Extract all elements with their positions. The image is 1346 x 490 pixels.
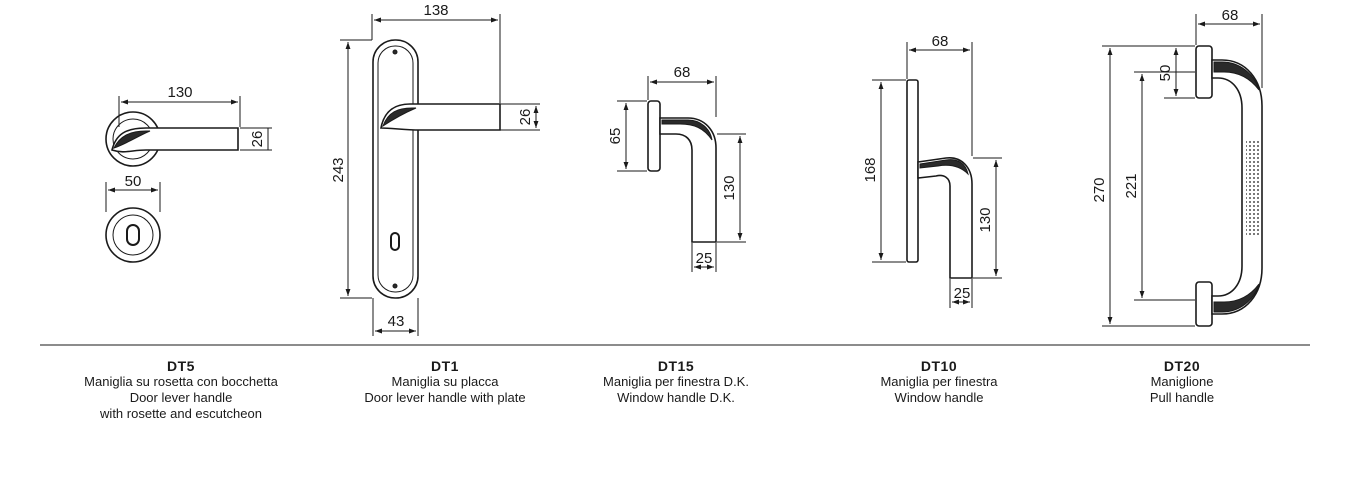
- dt20-grip-shade-top: [1213, 61, 1260, 91]
- caption-line: Maniglione: [1150, 374, 1214, 389]
- dt20-dim-overall: 270: [1091, 177, 1108, 202]
- product-code: DT5: [167, 358, 195, 374]
- dt15-dim-length: 68: [674, 64, 691, 81]
- caption-line: Maniglia per finestra D.K.: [603, 374, 749, 389]
- dt10-dim-drop: 130: [977, 207, 994, 232]
- dt15-base: [647, 100, 661, 172]
- dt10-plate: [906, 79, 919, 263]
- caption-line: Door lever handle: [129, 390, 233, 405]
- dt20-grip: [1211, 59, 1263, 315]
- dt5-lever-shade: [113, 130, 151, 149]
- dt20-base-top: [1195, 45, 1213, 99]
- dt20-grip-shade-bottom: [1213, 283, 1260, 313]
- dt10-lever: [917, 157, 973, 279]
- product-code: DT20: [1163, 358, 1201, 374]
- dt15-lever: [659, 117, 717, 243]
- dt1-screw-top: [392, 49, 398, 55]
- dt20-dim-centres: 221: [1123, 173, 1140, 198]
- dt1-keyhole: [390, 232, 400, 251]
- dt5-dim-height: 26: [249, 131, 266, 148]
- dt1-dim-plate-height: 243: [330, 157, 347, 182]
- dt20-dim-base: 50: [1157, 65, 1174, 82]
- caption-line: Maniglia per finestra: [880, 374, 998, 389]
- dt10-dim-length: 68: [932, 33, 949, 50]
- caption-line: Maniglia su placca: [391, 374, 499, 389]
- product-code: DT15: [657, 358, 695, 374]
- dt20-dotted-grip-texture: [1246, 140, 1260, 236]
- caption-dt15: DT15 Maniglia per finestra D.K. Window h…: [556, 358, 796, 406]
- caption-dt20: DT20 Maniglione Pull handle: [1062, 358, 1302, 406]
- dt5-keyhole: [126, 224, 140, 246]
- dt1-plate: [372, 39, 419, 299]
- caption-dt5: DT5 Maniglia su rosetta con bocchetta Do…: [61, 358, 301, 422]
- dt15-drawing: 68 65 130 25: [607, 64, 746, 272]
- caption-line: Maniglia su rosetta con bocchetta: [84, 374, 278, 389]
- dt20-base-bottom: [1195, 281, 1213, 327]
- product-code: DT10: [920, 358, 958, 374]
- dt1-dim-plate-width: 43: [388, 313, 405, 330]
- dt15-lever-shade: [661, 119, 713, 141]
- caption-line: Window handle: [894, 390, 984, 405]
- dt10-lever-shade: [919, 159, 969, 176]
- dt15-dim-base: 65: [607, 128, 624, 145]
- dt1-lever-shade: [382, 107, 417, 128]
- dt5-drawing: 130 26 50: [105, 84, 272, 263]
- dt10-dim-plate: 168: [862, 157, 879, 182]
- product-code: DT1: [431, 358, 459, 374]
- caption-line: Window handle D.K.: [617, 390, 735, 405]
- dt1-screw-bottom: [392, 283, 398, 289]
- dt1-dim-height: 26: [517, 109, 534, 126]
- dt20-dim-depth: 68: [1222, 7, 1239, 24]
- dt10-dim-width: 25: [954, 285, 971, 302]
- dt10-drawing: 68 168 130 25: [862, 33, 1002, 308]
- dt1-lever: [380, 103, 501, 131]
- dt1-drawing: 138 243 26 43: [330, 2, 540, 336]
- dt5-dim-length: 130: [167, 84, 192, 101]
- caption-line: with rosette and escutcheon: [100, 406, 262, 421]
- dt5-escutcheon: [105, 207, 161, 263]
- dt15-dim-drop: 130: [721, 175, 738, 200]
- caption-dt1: DT1 Maniglia su placca Door lever handle…: [325, 358, 565, 406]
- dt5-dim-rosette: 50: [125, 173, 142, 190]
- dt1-dim-length: 138: [423, 2, 448, 19]
- dt20-drawing: 68 50 270 221: [1091, 7, 1263, 327]
- caption-line: Pull handle: [1149, 390, 1215, 405]
- caption-line: Door lever handle with plate: [364, 390, 526, 405]
- dt15-dim-width: 25: [696, 250, 713, 267]
- caption-dt10: DT10 Maniglia per finestra Window handle: [819, 358, 1059, 406]
